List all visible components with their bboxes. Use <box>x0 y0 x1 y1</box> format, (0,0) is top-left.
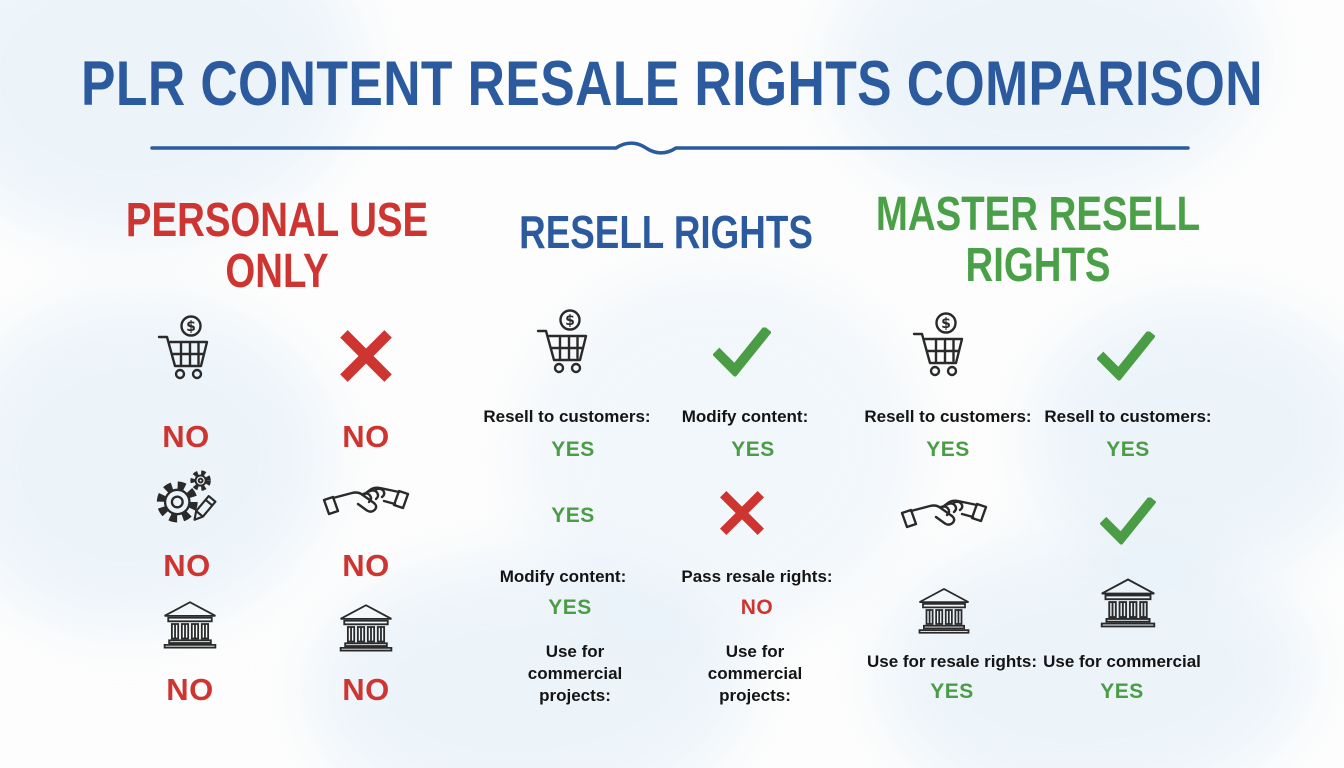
check-icon <box>713 328 771 377</box>
heading-personal-line2: ONLY <box>225 245 329 298</box>
feature-label: Resell to customers: <box>1044 406 1212 426</box>
feature-value: YES <box>731 438 775 461</box>
feature-label: Use for commercial <box>1043 651 1201 671</box>
feature-label: Pass resale rights: <box>681 566 833 586</box>
handshake-icon <box>900 490 988 542</box>
feature-value: YES <box>551 438 595 461</box>
heading-resell-line1: RESELL RIGHTS <box>519 206 813 258</box>
answer-no: NO <box>342 672 390 707</box>
bank-icon <box>337 601 395 654</box>
answer-no: NO <box>163 548 211 583</box>
handshake-icon <box>322 477 410 529</box>
answer-no: NO <box>166 672 214 707</box>
feature-value: YES <box>548 596 592 619</box>
check-icon <box>1097 332 1155 381</box>
check-icon <box>1100 498 1156 545</box>
x-mark-icon <box>719 490 765 536</box>
feature-value: YES <box>926 438 970 461</box>
feature-value: NO <box>740 596 774 619</box>
feature-value: YES <box>930 680 974 703</box>
x-mark-icon <box>339 329 393 383</box>
cart-dollar-icon <box>154 314 218 390</box>
feature-label: Resell to customers: <box>483 406 651 426</box>
answer-no: NO <box>342 419 390 454</box>
feature-value: YES <box>551 504 595 527</box>
column-heading-personal: PERSONAL USE ONLY <box>88 194 466 298</box>
cart-dollar-icon <box>909 311 973 387</box>
feature-label: Use for commercial projects: <box>527 641 623 706</box>
bank-icon <box>916 585 972 636</box>
bank-icon <box>161 598 219 651</box>
bank-icon <box>1098 575 1158 630</box>
column-heading-master: MASTER RESELL RIGHTS <box>835 188 1240 292</box>
cart-dollar-icon <box>533 308 597 384</box>
page-title: PLR CONTENT RESALE RIGHTS COMPARISON <box>0 48 1344 120</box>
page-title-text: PLR CONTENT RESALE RIGHTS COMPARISON <box>81 49 1263 119</box>
column-heading-resell: RESELL RIGHTS <box>482 205 849 259</box>
gear-pencil-icon <box>150 465 224 539</box>
heading-master-line1: MASTER RESELL <box>875 188 1201 242</box>
feature-label: Modify content: <box>499 566 627 586</box>
feature-value: YES <box>1100 680 1144 703</box>
feature-label: Resell to customers: <box>864 406 1032 426</box>
feature-label: Use for commercial projects: <box>707 641 803 706</box>
answer-no: NO <box>162 419 210 454</box>
feature-value: YES <box>1106 438 1150 461</box>
watercolor-blob-5 <box>1030 300 1344 580</box>
feature-label: Use for resale rights: <box>866 651 1038 671</box>
heading-master-line2: RIGHTS <box>965 239 1111 292</box>
heading-personal-line1: PERSONAL USE <box>125 194 429 248</box>
answer-no: NO <box>342 548 390 583</box>
feature-label: Modify content: <box>681 406 809 426</box>
title-underline <box>150 141 1190 155</box>
